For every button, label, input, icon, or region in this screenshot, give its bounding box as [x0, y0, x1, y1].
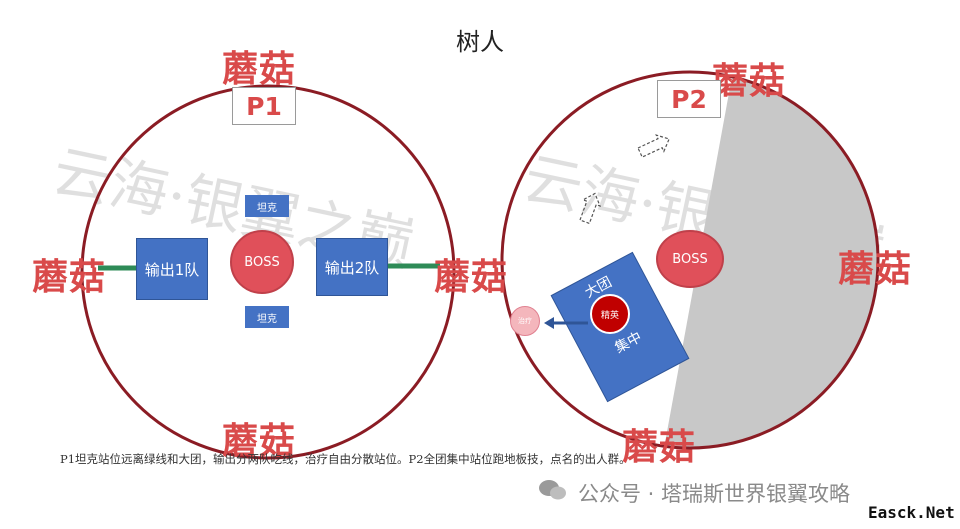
- p1-tank-bottom: 坦克: [245, 306, 289, 328]
- p2-floor-hazard: [660, 72, 878, 448]
- mushroom-label-p1-left: 蘑菇: [32, 257, 107, 298]
- p2-side-marker: 治疗: [510, 306, 540, 336]
- p2-arena-circle: [500, 70, 880, 450]
- p1-tank-top: 坦克: [245, 195, 289, 217]
- wechat-account-text: 公众号 · 塔瑞斯世界银翼攻略: [578, 482, 851, 506]
- p2-move-arrow-2: [579, 192, 602, 225]
- mushroom-label-p2-right: 蘑菇: [838, 249, 913, 290]
- site-badge: Easck.Net: [868, 503, 955, 522]
- p1-team1-box: 输出1队: [136, 238, 208, 300]
- mushroom-label-p2-bottom: 蘑菇: [622, 427, 697, 468]
- mushroom-label-p1-top: 蘑菇: [222, 49, 297, 90]
- p1-team2-box: 输出2队: [316, 238, 388, 296]
- mushroom-label-p2-top: 蘑菇: [712, 61, 787, 102]
- p2-boss: BOSS: [656, 230, 724, 288]
- p1-boss: BOSS: [230, 230, 294, 294]
- p2-center-marker: 精英: [590, 294, 630, 334]
- p1-arena-circle: [80, 84, 456, 460]
- mushroom-label-p1-bottom: 蘑菇: [222, 421, 297, 462]
- mushroom-label-p1-right: 蘑菇: [434, 257, 509, 298]
- p2-move-arrow-1: [637, 134, 670, 158]
- phase-label-p2: P2: [657, 80, 721, 118]
- page-title: 树人: [456, 28, 504, 56]
- wechat-icon: [538, 478, 568, 502]
- phase-label-p1: P1: [232, 87, 296, 125]
- caption-text: P1坦克站位远离绿线和大团，输出分两队吃线，治疗自由分散站位。P2全团集中站位跑…: [60, 452, 631, 466]
- p2-pointer-arrowhead: [544, 317, 554, 329]
